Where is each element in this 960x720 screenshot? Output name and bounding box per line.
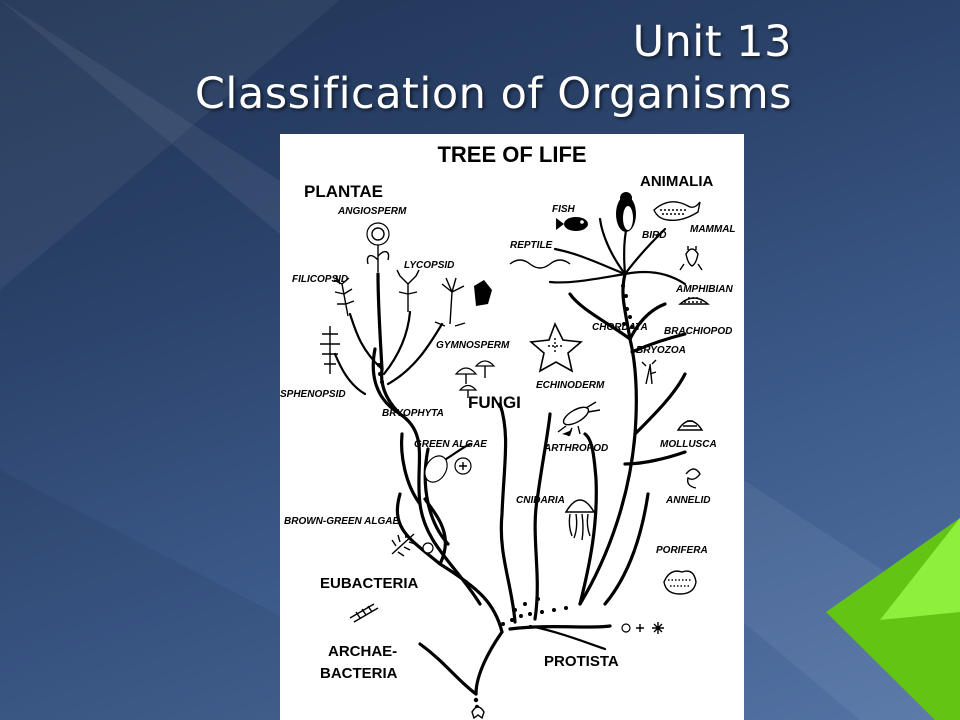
- label-fish: FISH: [552, 204, 576, 215]
- brown-algae-icon: [391, 530, 434, 557]
- label-mammal: MAMMAL: [690, 224, 736, 235]
- branch-reptile-2: [548, 272, 627, 284]
- branch-sphenopsid: [371, 347, 402, 416]
- label-green-algae: GREEN ALGAE: [414, 439, 487, 450]
- label-porifera: PORIFERA: [656, 545, 708, 556]
- starfish-icon: [529, 322, 583, 373]
- bryozoa-icon: [641, 359, 657, 385]
- label-sphenopsid: SPHENOPSID: [280, 389, 346, 400]
- branch-amphibian: [623, 270, 687, 286]
- branch-fish: [598, 217, 627, 276]
- insect-icon: [557, 401, 601, 437]
- fern-icon: [333, 275, 355, 317]
- label-echinoderm: ECHINODERM: [536, 380, 605, 391]
- label-amphibian: AMPHIBIAN: [675, 284, 733, 295]
- sunflower-icon: [366, 222, 390, 272]
- label-bryozoa: BRYOZOA: [636, 345, 686, 356]
- tree-labels: TREE OF LIFE PLANTAE ANIMALIA FUNGI EUBA…: [280, 142, 736, 682]
- bacterium-icon: [471, 706, 485, 720]
- worm-icon: [685, 468, 701, 489]
- trunk-root: [474, 630, 504, 696]
- label-protista: PROTISTA: [544, 653, 619, 670]
- label-lycopsid: LYCOPSID: [404, 260, 454, 271]
- title-line-2: Classification of Organisms: [194, 69, 792, 119]
- branch-bryozoa: [628, 302, 667, 341]
- label-mollusca: MOLLUSCA: [660, 439, 717, 450]
- label-bryophyta: BRYOPHYTA: [382, 408, 444, 419]
- label-brachiopod: BRACHIOPOD: [664, 326, 732, 337]
- whale-icon: [653, 201, 701, 222]
- label-eubacteria: EUBACTERIA: [320, 575, 419, 592]
- label-arthropod: ARTHROPOD: [543, 443, 608, 454]
- protist-icon: [621, 622, 664, 634]
- title-line-1: Unit 13: [632, 17, 792, 67]
- slide-title: Unit 13 Classification of Organisms: [195, 16, 792, 120]
- branch-bryophyta: [399, 432, 422, 506]
- branch-arthropod: [578, 432, 598, 606]
- branch-plantae-main: [379, 367, 482, 606]
- mushroom-icon: [454, 360, 496, 398]
- tree-heading: TREE OF LIFE: [437, 142, 586, 167]
- branch-echinoderm: [568, 292, 632, 341]
- penguin-icon: [616, 192, 636, 232]
- label-plantae: PLANTAE: [304, 182, 383, 201]
- tree-dotted-junctions: [377, 284, 634, 710]
- branch-cnidaria: [533, 412, 552, 621]
- branch-porifera: [603, 492, 650, 606]
- branch-filicopsid: [348, 312, 384, 371]
- archaebacteria-icon: [349, 603, 379, 623]
- frog-icon: [679, 246, 703, 271]
- tree-of-life-svg: TREE OF LIFE PLANTAE ANIMALIA FUNGI EUBA…: [280, 142, 736, 720]
- snake-icon: [509, 259, 571, 269]
- label-reptile: REPTILE: [510, 240, 553, 251]
- label-bird: BIRD: [642, 230, 666, 241]
- green-algae-icon: [424, 455, 472, 483]
- green-accent-highlight: [880, 518, 960, 620]
- label-fungi: FUNGI: [468, 393, 521, 412]
- branch-gymnosperm: [386, 322, 444, 386]
- label-gymnosperm: GYMNOSPERM: [436, 340, 510, 351]
- label-cnidaria: CNIDARIA: [516, 495, 565, 506]
- shell-icon: [676, 420, 704, 431]
- jellyfish-icon: [564, 499, 596, 541]
- branch-reptile: [553, 247, 627, 276]
- branch-chordata: [621, 272, 632, 341]
- label-archaebacteria-2: BACTERIA: [320, 665, 398, 682]
- tree-of-life-diagram: TREE OF LIFE PLANTAE ANIMALIA FUNGI EUBA…: [280, 134, 744, 720]
- horsetail-icon: [320, 326, 340, 374]
- gymnosperm-icon: [434, 277, 492, 327]
- branch-sphenopsid-tip: [333, 352, 367, 396]
- branch-green-algae: [423, 447, 450, 546]
- branch-mollusca: [633, 372, 687, 436]
- tree-branches: [333, 217, 687, 696]
- branch-mammal: [623, 227, 667, 276]
- label-brown-green-algae: BROWN-GREEN ALGAE: [284, 516, 400, 527]
- label-annelid: ANNELID: [665, 495, 710, 506]
- label-animalia: ANIMALIA: [640, 173, 713, 190]
- branch-annelid: [623, 450, 687, 466]
- branch-angiosperm: [376, 272, 384, 371]
- label-filicopsid: FILICOPSID: [292, 274, 348, 285]
- fish-icon: [556, 217, 588, 231]
- branch-brachiopod: [630, 332, 687, 354]
- branch-archaebacteria: [418, 642, 478, 696]
- label-archaebacteria-1: ARCHAE-: [328, 643, 397, 660]
- branch-protista: [508, 624, 612, 631]
- branch-lycopsid: [382, 310, 412, 376]
- branch-protista-2: [528, 624, 607, 651]
- sponge-icon: [663, 570, 697, 595]
- branch-bird: [623, 224, 629, 276]
- lycopsid-icon: [396, 269, 420, 312]
- label-chordata: CHORDATA: [592, 322, 648, 333]
- label-angiosperm: ANGIOSPERM: [337, 206, 407, 217]
- branch-animalia-main: [578, 337, 638, 606]
- branch-fungi: [498, 402, 517, 624]
- brachiopod-icon: [678, 297, 710, 305]
